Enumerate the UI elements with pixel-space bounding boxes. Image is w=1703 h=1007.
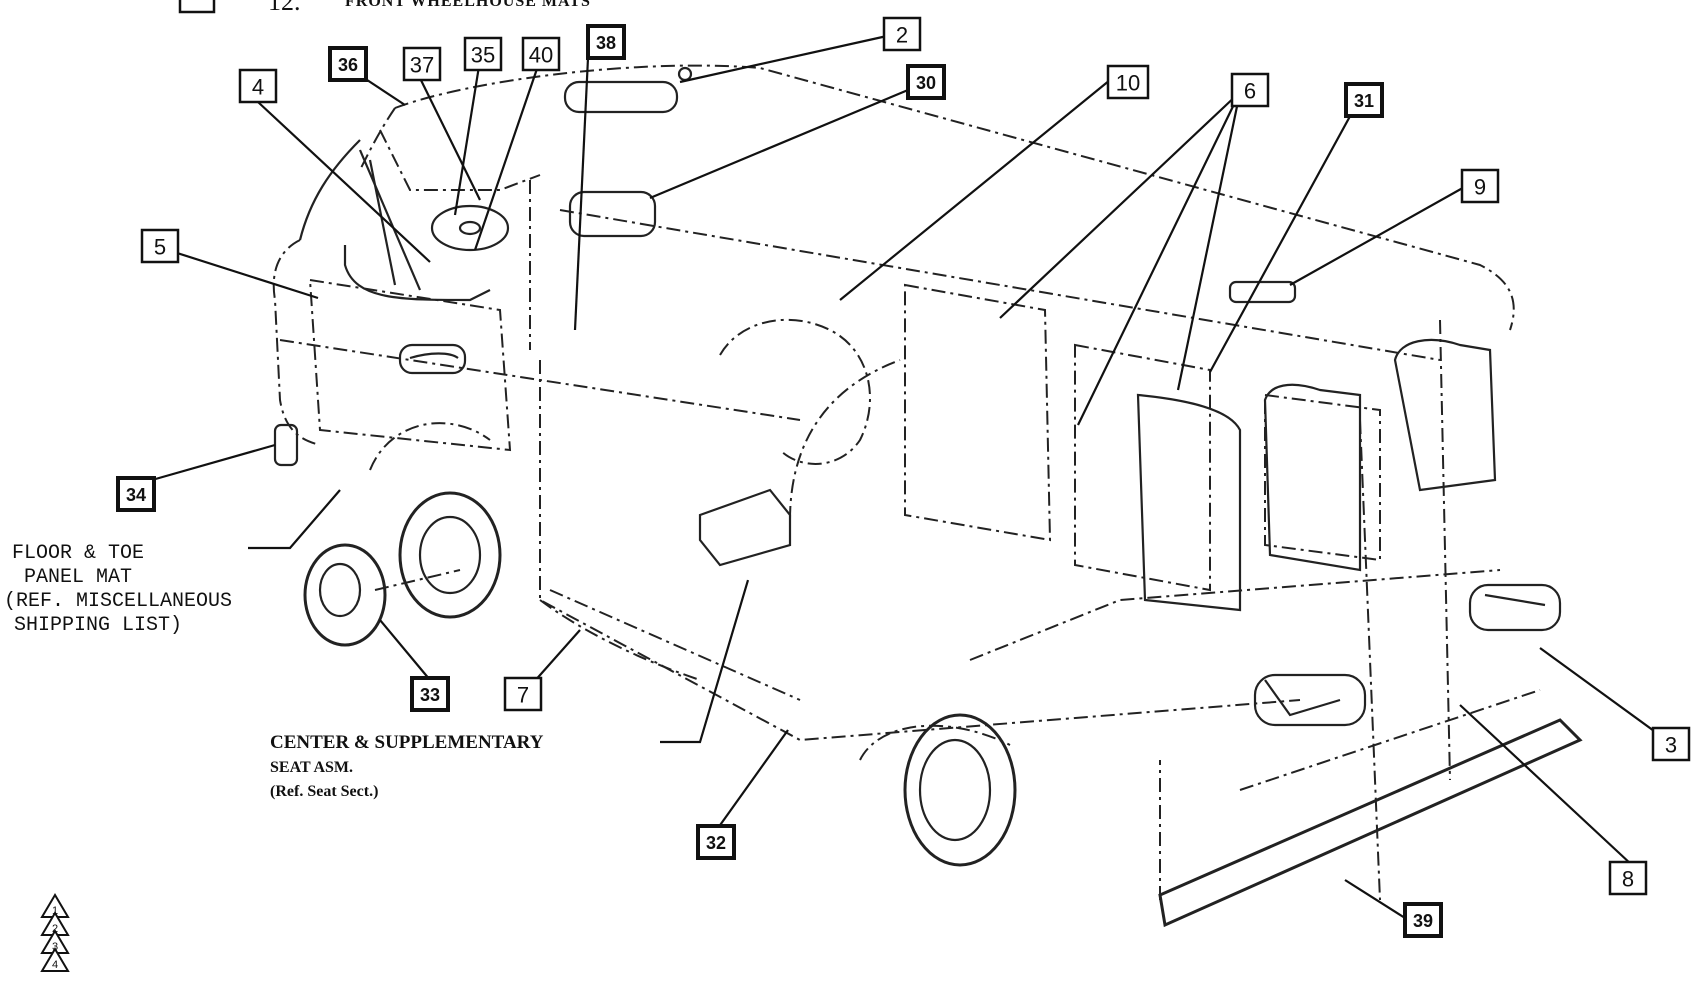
note-seat: CENTER & SUPPLEMENTARY SEAT ASM. (Ref. S… [270,732,544,800]
callout-10: 10 [1106,64,1150,100]
header-item-number: 12. [268,0,301,16]
svg-text:33: 33 [420,685,440,705]
callout-33: 33 [410,676,450,712]
svg-text:36: 36 [338,55,358,75]
callout-6: 6 [1230,72,1270,108]
svg-text:40: 40 [529,43,553,68]
callout-35: 35 [463,36,503,72]
callout-36: 36 [328,46,368,82]
svg-text:SHIPPING LIST): SHIPPING LIST) [14,614,182,637]
svg-text:(REF. MISCELLANEOUS: (REF. MISCELLANEOUS [4,590,232,613]
svg-text:1: 1 [52,905,58,917]
callouts: 2 3 4 5 6 7 8 9 [116,16,1691,938]
svg-text:SEAT ASM.: SEAT ASM. [270,759,353,776]
svg-text:PANEL MAT: PANEL MAT [24,566,132,589]
header-title: FRONT WHEELHOUSE MATS [345,0,591,10]
svg-text:31: 31 [1354,91,1374,111]
svg-text:37: 37 [410,53,434,78]
callout-4: 4 [238,68,278,104]
svg-text:FLOOR & TOE: FLOOR & TOE [12,542,144,565]
callout-39: 39 [1403,902,1443,938]
svg-text:8: 8 [1622,867,1634,892]
callout-31: 31 [1344,82,1384,118]
svg-text:32: 32 [706,833,726,853]
svg-text:35: 35 [471,43,495,68]
svg-text:3: 3 [1665,733,1677,758]
callout-7: 7 [503,676,543,712]
svg-text:CENTER & SUPPLEMENTARY: CENTER & SUPPLEMENTARY [270,732,544,753]
callout-37: 37 [402,46,442,82]
callout-34: 34 [116,476,156,512]
callout-3: 3 [1651,726,1691,762]
svg-text:2: 2 [896,23,908,48]
triangle-4: 4 [40,947,70,972]
svg-text:(Ref. Seat Sect.): (Ref. Seat Sect.) [270,783,378,800]
callout-9: 9 [1460,168,1500,204]
svg-text:4: 4 [52,959,58,971]
header: 12. FRONT WHEELHOUSE MATS [178,0,591,16]
callout-8: 8 [1608,860,1648,896]
svg-text:10: 10 [1116,71,1140,96]
callout-40: 40 [521,36,561,72]
svg-text:3: 3 [52,941,58,953]
callout-2: 2 [882,16,922,52]
svg-text:30: 30 [916,73,936,93]
callout-30: 30 [906,64,946,100]
callout-32: 32 [696,824,736,860]
svg-text:4: 4 [252,75,264,100]
note-floor-mat: FLOOR & TOE PANEL MAT (REF. MISCELLANEOU… [4,542,232,637]
callout-5: 5 [140,228,180,264]
truck-body [272,64,1583,928]
svg-text:2: 2 [52,923,58,935]
svg-text:5: 5 [154,235,166,260]
svg-text:6: 6 [1244,79,1256,104]
callout-38: 38 [586,24,626,60]
header-marker-box [178,0,216,14]
svg-text:7: 7 [517,683,529,708]
svg-text:9: 9 [1474,175,1486,200]
svg-text:39: 39 [1413,911,1433,931]
svg-text:38: 38 [596,33,616,53]
svg-text:34: 34 [126,485,146,505]
legend-triangles: 1 2 3 4 [40,893,70,972]
leader-lines [151,34,1673,919]
